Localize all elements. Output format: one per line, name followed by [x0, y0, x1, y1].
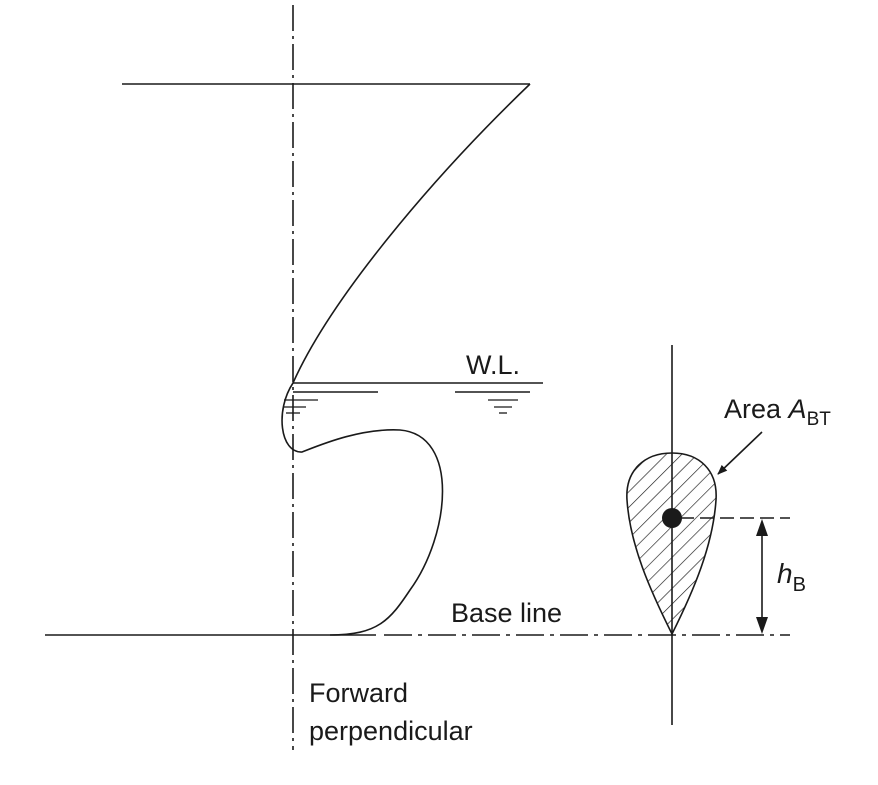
- area-leader-arrow: [717, 431, 763, 475]
- waterline-symbol-left: [284, 399, 318, 414]
- waterline-label: W.L.: [466, 350, 520, 380]
- area-label: Area ABT: [724, 394, 831, 430]
- baseline-label: Base line: [451, 598, 562, 628]
- waterline-symbol-right: [488, 399, 518, 414]
- hull-profile: [281, 83, 531, 636]
- height-label: hB: [777, 558, 806, 596]
- bulb-cross-section: [626, 452, 717, 636]
- waterline: [293, 382, 543, 393]
- forward-perpendicular-label-line1: Forward: [309, 678, 408, 708]
- height-dimension-arrow: [756, 519, 768, 634]
- forward-perpendicular-label-line2: perpendicular: [309, 716, 473, 746]
- centroid-dot: [662, 508, 682, 528]
